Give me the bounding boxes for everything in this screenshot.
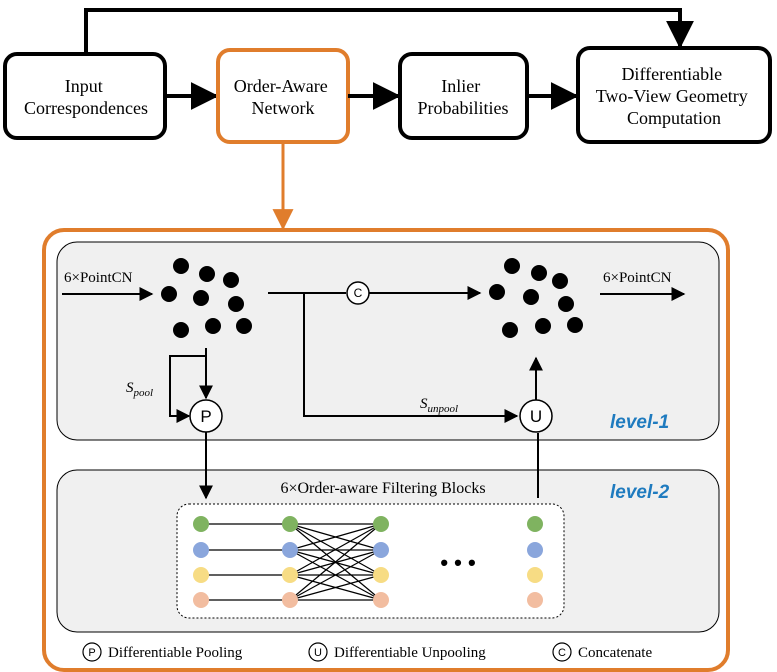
network-label-1: Order-Aware	[234, 76, 328, 96]
inlier-label-2: Probabilities	[418, 98, 509, 118]
edge	[289, 523, 382, 551]
legend: P Differentiable Pooling U Differentiabl…	[82, 642, 652, 662]
node-blue	[527, 542, 543, 558]
node-green	[527, 516, 543, 532]
node-yellow	[282, 567, 298, 583]
point	[558, 296, 574, 312]
edge	[289, 574, 382, 601]
pointcn-left-label: 6×PointCN	[64, 270, 133, 286]
input-label-2: Correspondences	[24, 98, 148, 118]
geometry-box	[576, 46, 772, 144]
s-pool-label: Spool	[126, 380, 153, 399]
edge	[289, 523, 382, 576]
level2-label: level-2	[610, 482, 670, 503]
legend-unpool-text: Differentiable Unpooling	[334, 645, 486, 661]
svg-text:Inlier Probabilities: Inlier Probabilities	[418, 76, 509, 118]
level1-panel	[56, 241, 720, 441]
point-cloud-left	[161, 258, 252, 338]
full-connections	[289, 523, 382, 601]
legend-pool-symbol-label: P	[88, 647, 95, 659]
legend-unpool-symbol-label: U	[314, 647, 322, 659]
point	[193, 290, 209, 306]
input-label-1: Input	[65, 76, 103, 96]
network-box	[216, 48, 350, 144]
node-peach	[527, 592, 543, 608]
legend-pool-text: Differentiable Pooling	[108, 645, 243, 661]
geometry-label-1: Differentiable	[621, 64, 722, 84]
node-yellow	[527, 567, 543, 583]
point	[173, 322, 189, 338]
s-unpool-label: Sunpool	[420, 396, 458, 415]
detail-panel: 6×PointCN C Sunpool Spool P	[42, 228, 730, 672]
point	[531, 265, 547, 281]
node-blue	[193, 542, 209, 558]
legend-unpool-symbol	[308, 642, 328, 662]
input-box	[3, 52, 167, 140]
point	[502, 322, 518, 338]
pool-assign-line	[169, 355, 206, 423]
point	[199, 266, 215, 282]
edge	[289, 549, 382, 601]
node-blue	[282, 542, 298, 558]
node-green	[373, 516, 389, 532]
point	[552, 273, 568, 289]
legend-concat-symbol	[552, 642, 572, 662]
geometry-label-2: Two-View Geometry	[596, 86, 748, 106]
inlier-box	[398, 52, 529, 140]
node-column-1	[193, 516, 209, 608]
point	[228, 296, 244, 312]
straight-connections	[201, 523, 290, 601]
point	[535, 318, 551, 334]
top-flow: Input Correspondences Order-Aware Networ…	[3, 8, 772, 231]
point	[173, 258, 189, 274]
network-label-2: Network	[252, 98, 315, 118]
pointcn-right-label: 6×PointCN	[603, 270, 672, 286]
svg-text:Order-Aware Network: Order-Aware Network	[234, 76, 332, 118]
node-column-2	[282, 516, 298, 608]
point	[567, 317, 583, 333]
node-column-4	[527, 516, 543, 608]
bypass-arrow	[84, 8, 694, 54]
pool-node-label: P	[200, 407, 211, 426]
svg-text:Differentiable Two-View: Differentiable Two-View Geometry Computa…	[596, 64, 753, 128]
inlier-label-1: Inlier	[441, 76, 480, 96]
node-yellow	[193, 567, 209, 583]
unpool-branch	[303, 293, 519, 423]
point	[223, 272, 239, 288]
node-column-3	[373, 516, 389, 608]
legend-concat-text: Concatenate	[578, 645, 652, 661]
ellipsis: • • •	[440, 550, 475, 575]
svg-text:Input Correspondences: Input Correspondences	[24, 76, 148, 118]
blocks-title: 6×Order-aware Filtering Blocks	[280, 480, 485, 497]
point	[161, 286, 177, 302]
node-green	[282, 516, 298, 532]
legend-pool-symbol	[82, 642, 102, 662]
point	[205, 318, 221, 334]
node-yellow	[373, 567, 389, 583]
node-peach	[373, 592, 389, 608]
unpool-node-label: U	[530, 407, 542, 426]
node-blue	[373, 542, 389, 558]
node-peach	[282, 592, 298, 608]
concat-node-label: C	[354, 286, 363, 300]
point-cloud-right	[489, 258, 583, 338]
point	[523, 289, 539, 305]
node-peach	[193, 592, 209, 608]
edge	[289, 523, 382, 601]
geometry-label-3: Computation	[627, 108, 721, 128]
level1-label: level-1	[610, 412, 669, 433]
filter-blocks-box	[176, 503, 565, 619]
node-green	[193, 516, 209, 532]
legend-concat-symbol-label: C	[558, 647, 566, 659]
point	[489, 284, 505, 300]
point	[504, 258, 520, 274]
point	[236, 318, 252, 334]
